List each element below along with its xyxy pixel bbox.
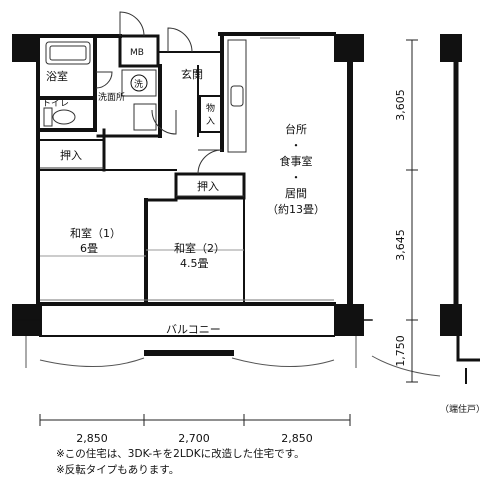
kitchen-labels: 台所 ・ 食事室 ・ 居間 （約13畳）: [267, 122, 325, 216]
end-unit-label: （端住戸）: [440, 403, 485, 415]
toilet-label: トイレ: [42, 99, 69, 109]
mb-label: MB: [130, 48, 144, 58]
svg-text:・: ・: [291, 171, 302, 184]
walls: [15, 32, 459, 337]
svg-text:（約13畳）: （約13畳）: [267, 202, 325, 216]
svg-text:食事室: 食事室: [280, 154, 313, 168]
end-unit-bottom: [456, 336, 480, 384]
dimension-lines: [39, 39, 418, 426]
washitsu1-size: 6畳: [80, 242, 98, 255]
storage-label-1: 物: [206, 102, 215, 114]
note-conversion: ※この住宅は、3DK-キを2LDKに改造した住宅です。: [56, 448, 305, 460]
dim-v-2: 3,645: [394, 229, 407, 261]
washitsu2-size: 4.5畳: [180, 257, 209, 270]
bath-label: 浴室: [46, 69, 68, 83]
washer-label: 洗: [134, 78, 143, 90]
note-reverse-type: ※反転タイプもあります。: [56, 464, 180, 476]
washroom-label: 洗面所: [98, 91, 125, 103]
washitsu1-name: 和室（1）: [70, 226, 121, 240]
storage-label-2: 入: [206, 116, 215, 127]
interior-lines: [25, 11, 441, 377]
washitsu2-name: 和室（2）: [174, 241, 225, 255]
dim-v-1: 3,605: [394, 89, 407, 121]
svg-text:台所: 台所: [285, 122, 307, 136]
dim-h-1: 2,850: [76, 432, 108, 445]
balcony-label: バルコニー: [166, 323, 221, 336]
closet-left-label: 押入: [60, 148, 82, 162]
pillars: [12, 34, 462, 336]
closet-center-label: 押入: [197, 179, 219, 193]
dim-h-2: 2,700: [178, 432, 210, 445]
washer-symbol: [130, 74, 148, 92]
dim-h-3: 2,850: [281, 432, 313, 445]
dim-v-3: 1,750: [394, 335, 407, 367]
entrance-label: 玄関: [181, 67, 203, 81]
balcony-bar: [144, 350, 234, 356]
svg-text:居間: 居間: [285, 187, 307, 200]
svg-text:・: ・: [291, 139, 302, 152]
